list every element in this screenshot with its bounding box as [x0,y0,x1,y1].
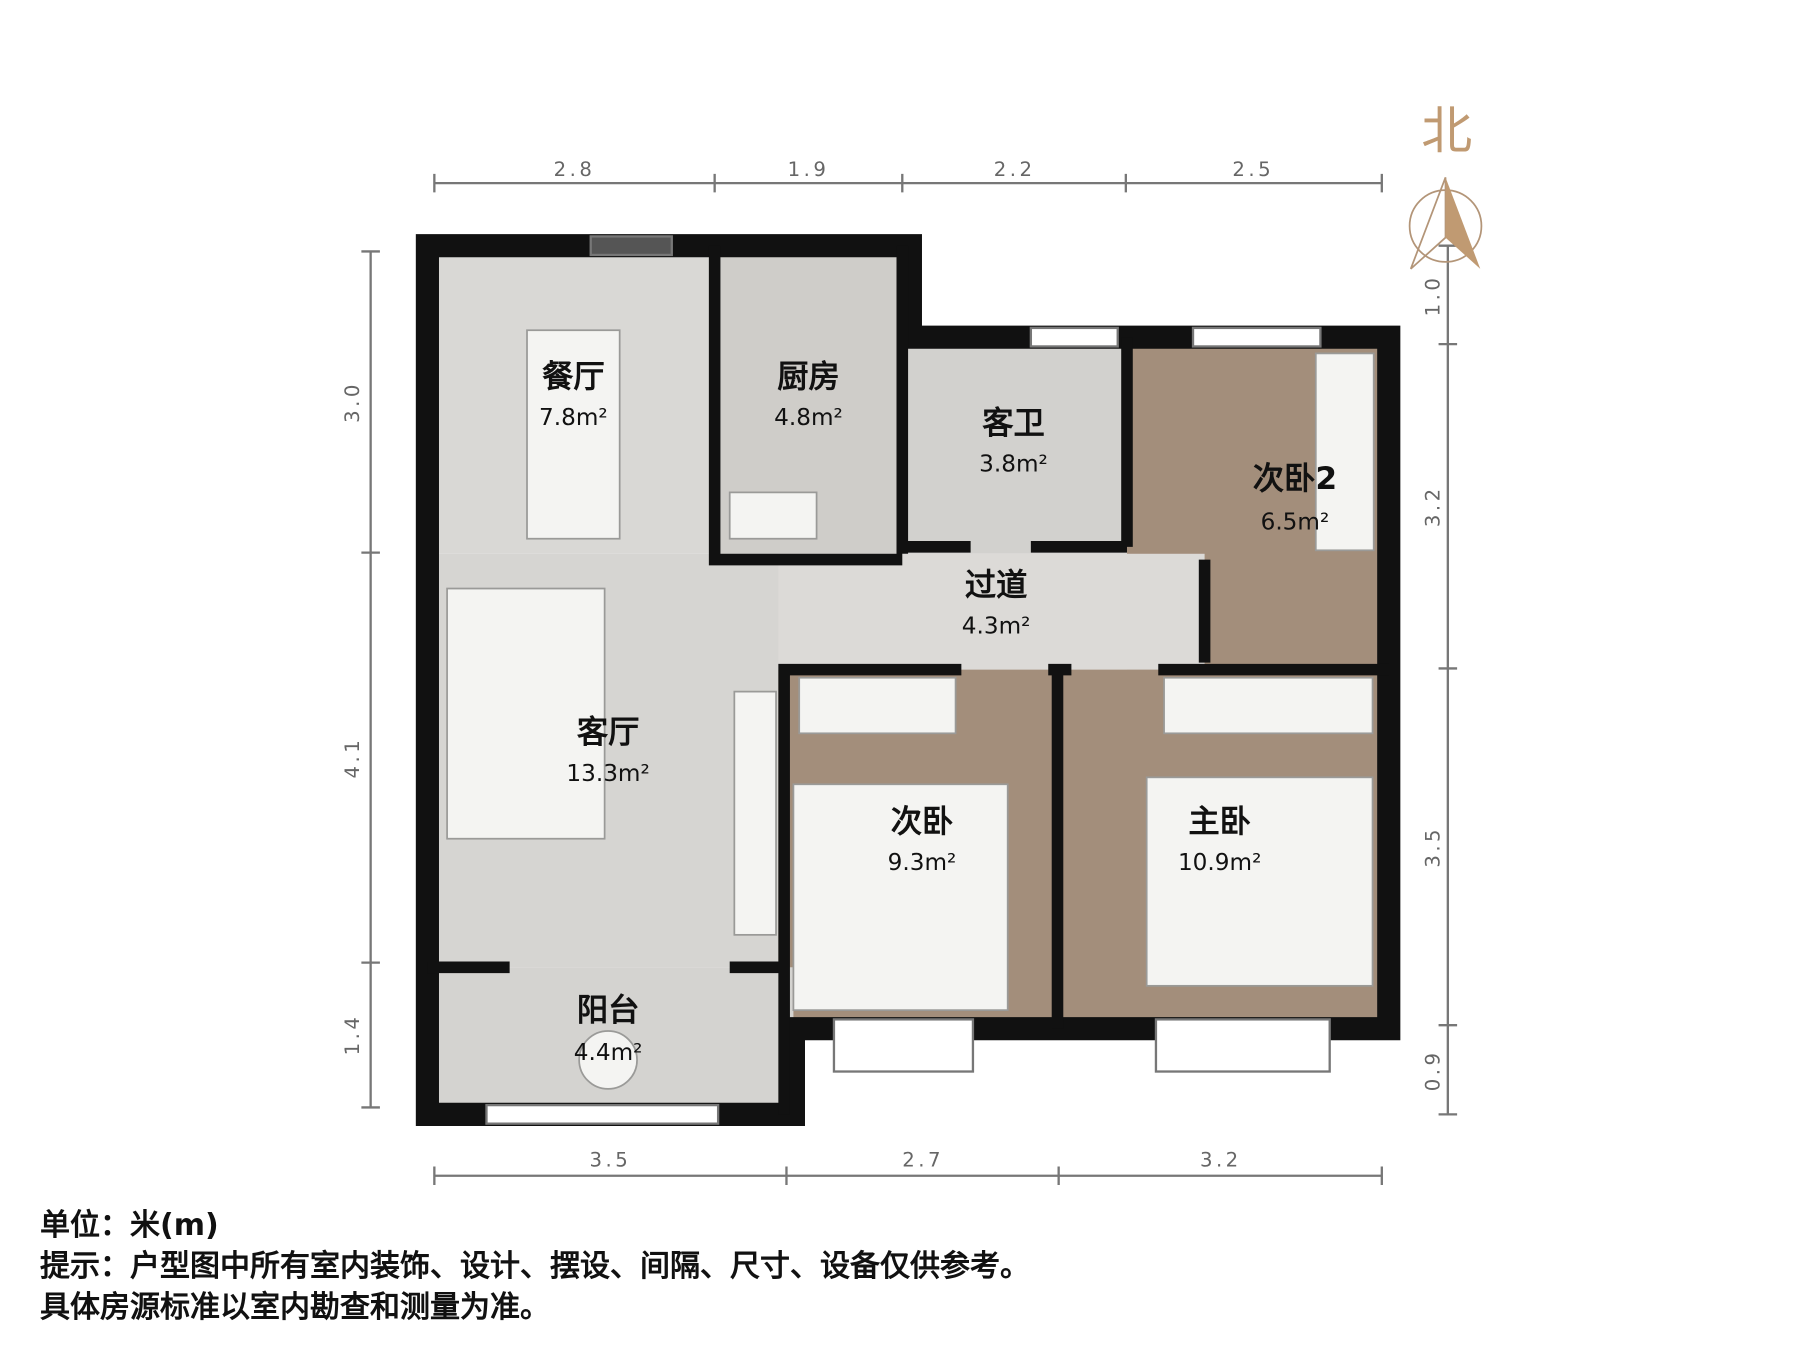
standard-note: 具体房源标准以室内勘查和测量为准。 [40,1290,550,1325]
floor-bathroom [902,337,1127,554]
north-compass-icon: 北 [1408,102,1483,270]
dim-label: 1.4 [341,1014,364,1056]
window [485,1103,720,1125]
dim-label: 0.9 [1422,1049,1445,1091]
room-area: 4.4m² [574,1040,643,1066]
dim-label: 4.1 [341,737,364,779]
notes: 单位：米(m) 提示：户型图中所有室内装饰、设计、摆设、间隔、尺寸、设备仅供参考… [40,1205,1030,1328]
wardrobe-2 [798,676,957,735]
left-dimension-line [361,250,380,1109]
wardrobe-bedroom2 [1314,352,1375,552]
inner-walls [427,245,1389,1115]
room-area: 13.3m² [566,761,649,787]
master-bed [1145,776,1374,987]
kitchen-counter [728,491,818,540]
furniture [446,329,1375,1090]
dim-label: 2.5 [1232,158,1274,181]
disclaimer-note: 提示：户型图中所有室内装饰、设计、摆设、间隔、尺寸、设备仅供参考。 [40,1249,1030,1284]
room-area: 10.9m² [1178,850,1261,876]
window [1191,326,1322,348]
wardrobe-master [1163,676,1374,735]
tv-cabinet [733,690,777,936]
dim-label: 3.5 [590,1149,632,1172]
dim-label: 3.2 [1422,485,1445,527]
room-name: 客卫 [982,404,1045,441]
room-name: 客厅 [577,714,640,751]
sofa [446,587,606,840]
dim-label: 3.5 [1422,826,1445,868]
room-area: 6.5m² [1261,509,1330,535]
right-dimension-line [1438,244,1458,1116]
room-area: 7.8m² [539,405,608,431]
window [1154,1018,1331,1073]
dim-label: 3.0 [341,381,364,423]
room-name: 次卧2 [1253,461,1337,497]
windows [485,235,1331,1125]
top-dimension-line [433,173,1383,193]
room-name: 过道 [965,567,1028,603]
dimension-labels: 2.8 1.9 2.2 2.5 3.5 2.7 3.2 3.0 4.1 1.4 … [341,158,1445,1171]
dim-label: 1.0 [1422,275,1445,317]
window [1029,326,1119,348]
dim-label: 2.8 [554,158,596,181]
dim-label: 2.2 [994,158,1036,181]
room-area: 4.3m² [962,614,1031,640]
room-area: 9.3m² [888,850,957,876]
room-name: 餐厅 [542,359,605,395]
room-name: 阳台 [577,993,640,1029]
dim-label: 1.9 [788,158,830,181]
room-labels: 餐厅 7.8m² 厨房 4.8m² 客卫 3.8m² 次卧2 6.5m² 过道 … [539,359,1337,1066]
bottom-dimension-line [433,1166,1383,1186]
dim-label: 2.7 [902,1149,944,1172]
room-name: 厨房 [777,359,840,395]
window [832,1018,975,1073]
unit-note: 单位：米(m) [40,1208,219,1243]
compass-label: 北 [1421,102,1472,161]
dining-table [526,329,621,540]
room-area: 4.8m² [774,405,843,431]
room-area: 3.8m² [979,452,1048,478]
dimension-lines [361,173,1458,1186]
room-name: 次卧 [891,804,954,840]
dim-label: 3.2 [1200,1149,1242,1172]
second-bed [792,783,1009,1012]
room-name: 主卧 [1188,804,1251,840]
floor-corridor [708,553,1205,670]
balcony-table [578,1030,638,1090]
window [589,235,673,257]
